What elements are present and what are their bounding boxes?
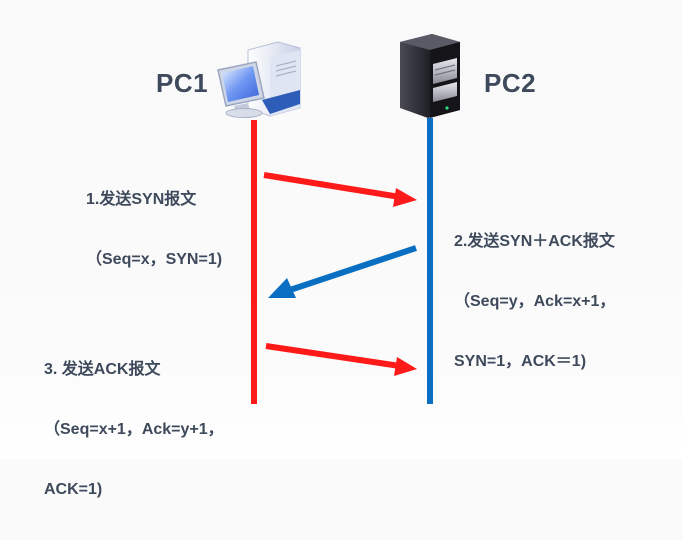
message-2-title: 2.发送SYN＋ACK报文 [454,233,615,250]
diagram-canvas [217,34,460,404]
message-2-params-1: （Seq=y，Ack=x+1， [454,293,616,310]
message-1-params: （Seq=x，SYN=1) [86,251,223,268]
message-1-arrow [263,172,417,207]
message-2-label: 2.发送SYN＋ACK报文 （Seq=y，Ack=x+1， SYN=1，ACK＝… [454,192,615,412]
desktop-computer-icon [217,41,301,118]
message-2-params-2: SYN=1，ACK＝1) [454,353,587,370]
message-3-arrow [265,343,417,376]
pc2-label: PC2 [484,68,537,98]
message-1-title: 1.发送SYN报文 [86,191,197,208]
message-3-params-2: ACK=1) [44,481,103,498]
handshake-diagram: PC1 PC2 1.发送SYN报文 （Seq=x，SYN=1) 2.发送SYN＋… [0,0,682,498]
message-3-label: 3. 发送ACK报文 （Seq=x+1，Ack=y+1， ACK=1) [44,320,224,540]
server-tower-icon [400,34,460,118]
message-3-title: 3. 发送ACK报文 [44,361,161,378]
message-2-arrow [268,245,417,298]
pc1-label: PC1 [156,68,209,98]
message-1-label: 1.发送SYN报文 （Seq=x，SYN=1) [86,150,222,310]
message-3-params-1: （Seq=x+1，Ack=y+1， [44,421,224,438]
